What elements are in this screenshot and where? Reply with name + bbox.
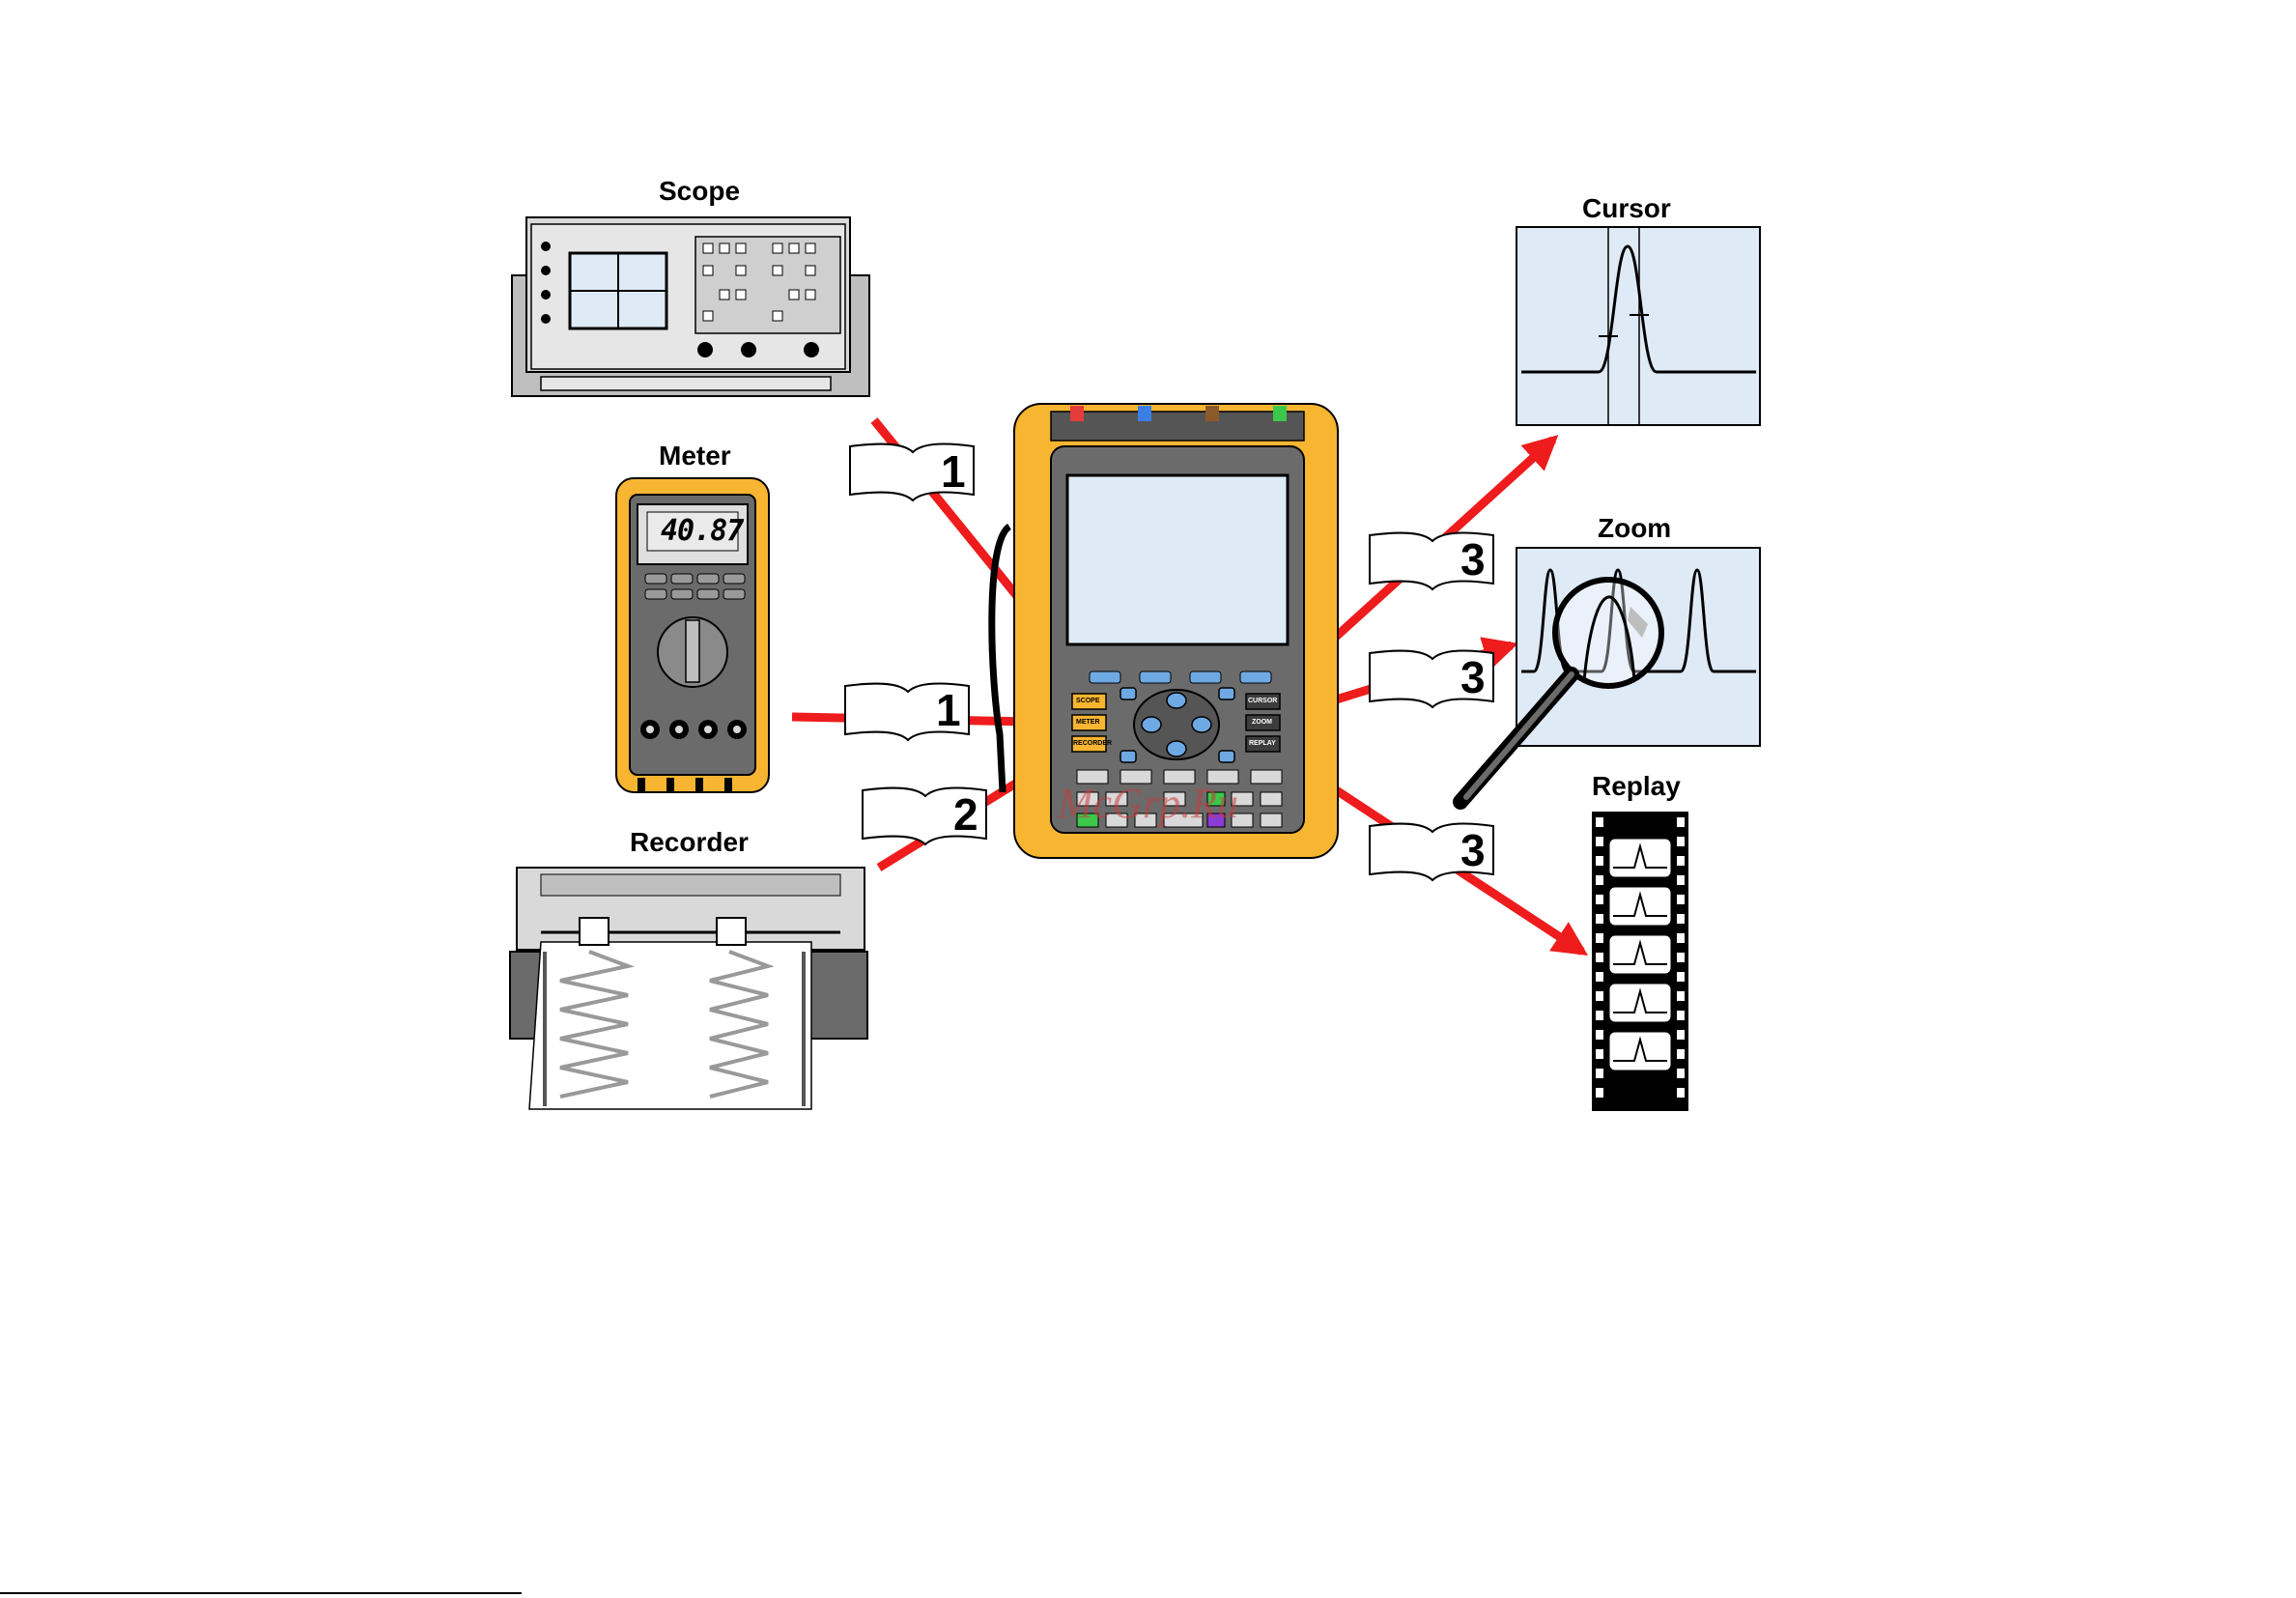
key-label-recorder: RECORDER [1073, 740, 1112, 747]
key-label-meter: METER [1076, 719, 1100, 726]
step-number-meter: 1 [936, 688, 961, 732]
recorder-instrument [510, 868, 867, 1109]
label-replay: Replay [1592, 771, 1681, 802]
step-number-replay: 3 [1460, 828, 1486, 872]
step-number-cursor: 3 [1460, 537, 1486, 582]
key-label-cursor: CURSOR [1248, 698, 1277, 704]
label-zoom: Zoom [1598, 513, 1671, 544]
footer-rule [0, 1592, 522, 1594]
key-label-replay: REPLAY [1249, 740, 1276, 747]
scope-instrument [512, 217, 869, 396]
label-meter: Meter [659, 441, 731, 471]
watermark-text: McGrp.Ru [1058, 779, 1238, 828]
replay-filmstrip [1592, 812, 1688, 1111]
step-number-scope: 1 [941, 449, 966, 494]
key-label-zoom: ZOOM [1252, 719, 1272, 726]
label-cursor: Cursor [1582, 193, 1671, 224]
cursor-panel [1516, 227, 1760, 425]
step-number-zoom: 3 [1460, 655, 1486, 699]
label-recorder: Recorder [630, 827, 749, 858]
step-number-recorder: 2 [953, 792, 978, 837]
key-label-scope: SCOPE [1076, 698, 1100, 704]
label-scope: Scope [659, 176, 740, 207]
meter-display-reading: 40.87 [661, 514, 743, 548]
zoom-panel [1460, 548, 1760, 802]
